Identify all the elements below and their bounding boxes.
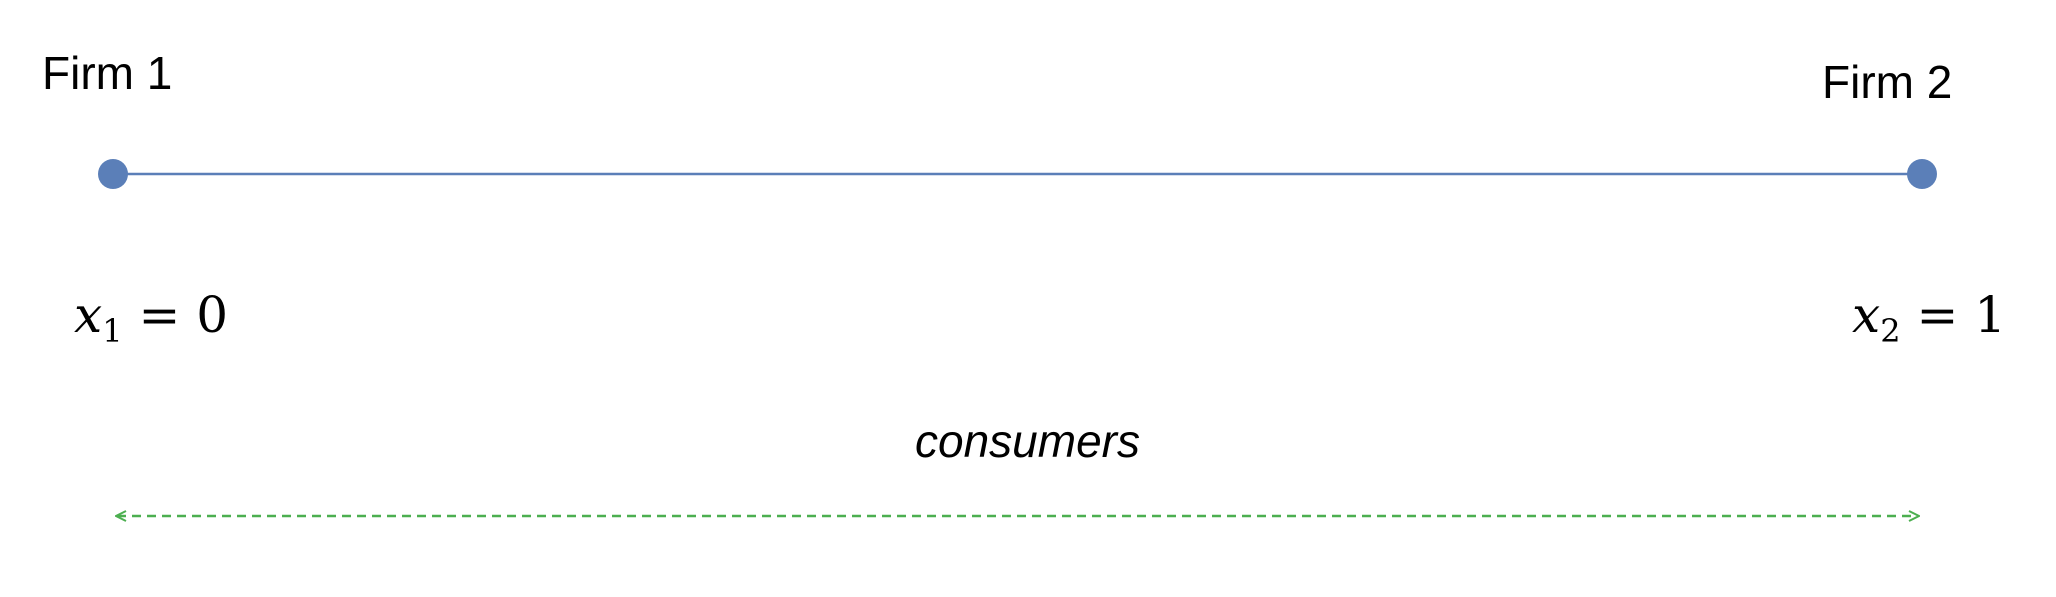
firm1-position-label: x1 = 0 — [74, 290, 228, 347]
firm2-position-label: x2 = 1 — [1852, 290, 2006, 347]
firm2-label: Firm 2 — [1822, 56, 1953, 108]
firm1-position-value: 0 — [196, 286, 229, 344]
firm2-dot — [1907, 159, 1937, 189]
firm1-label: Firm 1 — [42, 47, 173, 99]
firm1-dot — [98, 159, 128, 189]
firm2-position-var: x — [1852, 286, 1881, 344]
firm2-position-value: 1 — [1974, 286, 2007, 344]
firm1-position-var: x — [74, 286, 103, 344]
equals-sign: = — [138, 286, 181, 344]
equals-sign: = — [1916, 286, 1959, 344]
firm1-position-sub: 1 — [102, 312, 123, 350]
firm2-position-sub: 2 — [1880, 312, 1901, 350]
consumers-label: consumers — [915, 415, 1140, 467]
